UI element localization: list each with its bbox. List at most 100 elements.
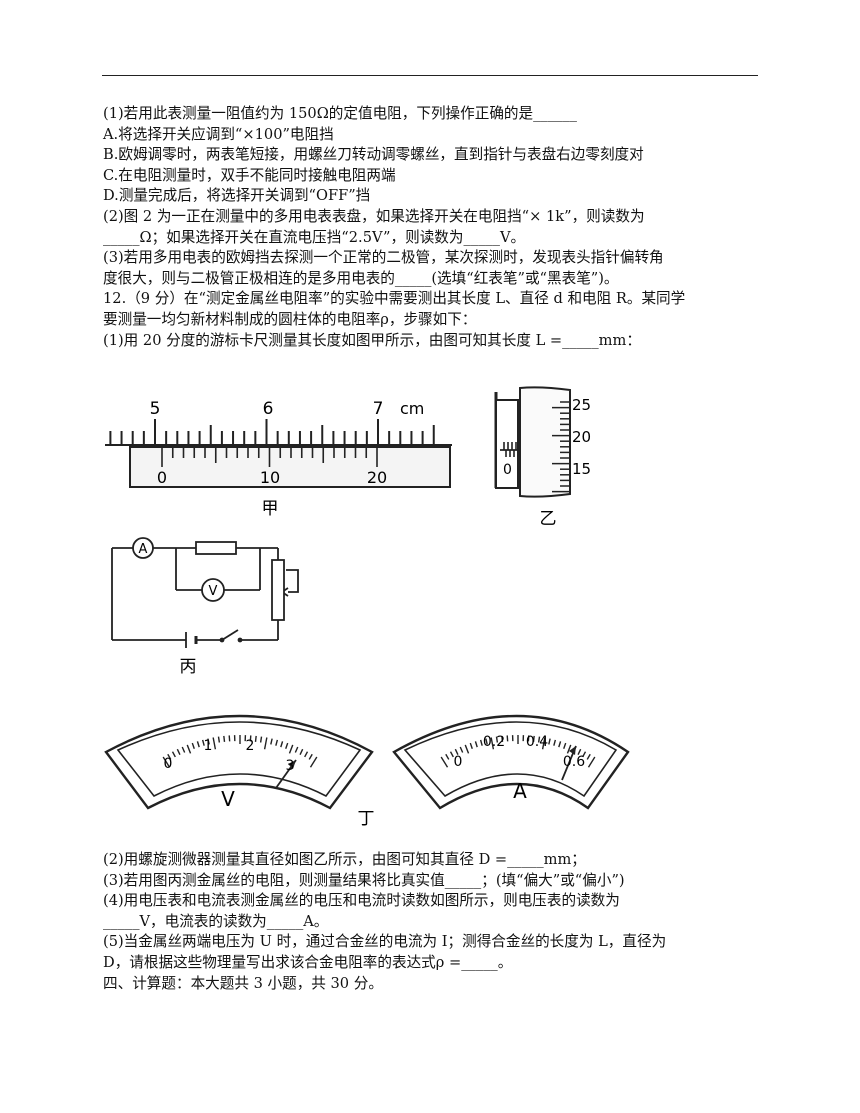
question-part-2: (2)用螺旋测微器测量其直径如图乙所示，由图可知其直径 D =_____mm； (… — [103, 850, 763, 994]
ammeter-tick — [566, 744, 572, 754]
figure-micrometer: 25 20 15 0 乙 — [494, 386, 591, 529]
voltmeter-tick-label: 1 — [204, 738, 213, 754]
text-line: (1)若用此表测量一阻值约为 150Ω的定值电阻，下列操作正确的是______ — [103, 105, 577, 122]
ammeter-tick-label: 0.2 — [483, 734, 505, 750]
voltmeter-tick — [201, 739, 205, 746]
micrometer-label: 15 — [572, 460, 591, 478]
voltmeter-tick — [207, 738, 210, 745]
header-rule — [102, 75, 758, 76]
ammeter-tick — [479, 739, 483, 746]
ammeter-tick — [553, 739, 557, 746]
voltmeter-tick — [191, 742, 195, 749]
ammeter-tick — [548, 738, 551, 745]
micrometer-label: 20 — [572, 428, 591, 446]
ammeter-tick-label: 0 — [454, 754, 463, 770]
caliper-vernier-label: 0 — [157, 468, 167, 487]
text-line: (4)用电压表和电流表测金属丝的电压和电流时读数如图所示，则电压表的读数为 — [103, 892, 620, 910]
ammeter-tick — [563, 742, 567, 749]
ammeter-tick — [582, 751, 587, 758]
voltmeter-tick — [217, 736, 221, 743]
text-line: C.在电阻测量时，双手不能同时接触电阻两端 — [103, 166, 396, 184]
text-line: (3)若用图丙测金属丝的电阻，则测量结果将比真实值_____；(填“偏大”或“偏… — [103, 871, 625, 889]
voltmeter-tick — [254, 735, 257, 742]
ammeter-tick — [474, 741, 478, 748]
ammeter-tick — [485, 738, 488, 745]
ammeter-tick — [532, 735, 535, 742]
voltmeter-tick-label: 0 — [164, 756, 173, 772]
ammeter-tick — [449, 751, 454, 758]
ammeter-tick — [558, 741, 562, 748]
circuit-caption: 丙 — [180, 657, 197, 677]
caliper-main-label: 7 — [373, 399, 384, 419]
text-line: D，请根据这些物理量写出求该合金电阻率的表达式ρ =_____。 — [103, 953, 513, 971]
ammeter-tick — [440, 756, 449, 768]
voltmeter-tick — [294, 746, 299, 753]
voltmeter-tick — [212, 737, 217, 750]
question-part-1: (1)若用此表测量一阻值约为 150Ω的定值电阻，下列操作正确的是______ A… — [103, 104, 763, 351]
ammeter-name: A — [513, 779, 527, 803]
ammeter-tick — [541, 737, 546, 750]
voltmeter-symbol: V — [209, 584, 218, 599]
text-line: 12.（9 分）在“测定金属丝电阻率”的实验中需要测出其长度 L、直径 d 和电… — [103, 290, 686, 308]
text-line: 要测量一均匀新材料制成的圆柱体的电阻率ρ，步骤如下： — [103, 310, 477, 328]
voltmeter-tick — [275, 739, 279, 746]
caliper-main-label: 5 — [150, 399, 161, 419]
voltmeter-tick-label: 3 — [286, 758, 295, 774]
voltmeter-tick — [309, 756, 318, 768]
ammeter-tick — [490, 737, 495, 750]
voltmeter-tick — [196, 741, 200, 748]
voltmeter-tick-label: 2 — [246, 738, 255, 754]
caliper-caption: 甲 — [262, 499, 279, 519]
voltmeter-tick — [299, 748, 304, 755]
voltmeter-tick — [288, 744, 294, 754]
caliper-vernier-label: 20 — [367, 468, 387, 487]
voltmeter-tick — [167, 753, 172, 760]
figure-meters: 0 1 2 3 V 0 0.2 0.4 0.6 A 丁 — [104, 714, 630, 829]
voltmeter-tick — [270, 738, 273, 745]
ammeter-tick — [464, 744, 470, 754]
text-line: (2)用螺旋测微器测量其直径如图乙所示，由图可知其直径 D =_____mm； — [103, 851, 586, 868]
voltmeter-tick — [176, 748, 181, 755]
micrometer-zero-label: 0 — [503, 462, 512, 478]
text-line: D.测量完成后，将选择开关调到“OFF”挡 — [103, 187, 371, 205]
ammeter-tick — [495, 736, 499, 743]
ammeter-tick — [577, 748, 582, 755]
ammeter-tick — [587, 756, 596, 768]
ammeter-tick — [459, 746, 464, 753]
ammeter-tick-label: 0.4 — [526, 734, 548, 750]
micrometer-caption: 乙 — [540, 509, 557, 529]
ammeter-symbol: A — [139, 542, 148, 557]
caliper-unit-label: cm — [400, 399, 424, 418]
text-line: B.欧姆调零时，两表笔短接，用螺丝刀转动调零螺丝，直到指针与表盘右边零刻度对 — [103, 146, 644, 164]
text-line: (2)图 2 为一正在测量中的多用电表表盘，如果选择开关在电阻挡“× 1k”，则… — [103, 207, 645, 225]
voltmeter-tick — [304, 751, 309, 758]
voltmeter-tick — [280, 741, 284, 748]
micrometer-label: 25 — [572, 396, 591, 414]
voltmeter-tick — [181, 746, 186, 753]
text-line: 四、计算题：本大题共 3 小题，共 30 分。 — [103, 974, 383, 992]
text-line: 度很大，则与二极管正极相连的是多用电表的_____(选填“红表笔”或“黑表笔”)… — [103, 269, 619, 287]
meters-caption: 丁 — [358, 809, 375, 829]
voltmeter-tick — [186, 744, 192, 754]
voltmeter-tick — [263, 737, 268, 750]
voltmeter-tick — [259, 736, 263, 743]
ammeter-tick — [586, 753, 591, 760]
voltmeter-tick — [171, 751, 176, 758]
caliper-vernier-label: 10 — [260, 468, 280, 487]
ammeter-tick — [445, 753, 450, 760]
figure-circuit: A V 丙 — [111, 537, 299, 677]
text-line: _____Ω；如果选择开关在直流电压挡“2.5V”，则读数为_____V。 — [103, 228, 526, 246]
voltmeter-tick — [308, 753, 313, 760]
caliper-main-label: 6 — [263, 399, 274, 419]
text-line: A.将选择开关应调到“×100”电阻挡 — [103, 125, 334, 143]
ammeter-tick — [537, 736, 541, 743]
text-line: (1)用 20 分度的游标卡尺测量其长度如图甲所示，由图可知其长度 L =___… — [103, 331, 641, 349]
text-line: (3)若用多用电表的欧姆挡去探测一个正常的二极管，某次探测时，发现表头指针偏转角 — [103, 249, 664, 267]
voltmeter-tick — [285, 742, 289, 749]
ammeter-tick — [469, 742, 473, 749]
ammeter-tick — [454, 748, 459, 755]
ammeter-tick-label: 0.6 — [563, 754, 585, 770]
voltmeter-tick — [223, 735, 226, 742]
text-line: _____V，电流表的读数为_____A。 — [103, 912, 329, 930]
figure-vernier-caliper: 5 6 7 cm 0 10 20 甲 — [105, 399, 452, 519]
